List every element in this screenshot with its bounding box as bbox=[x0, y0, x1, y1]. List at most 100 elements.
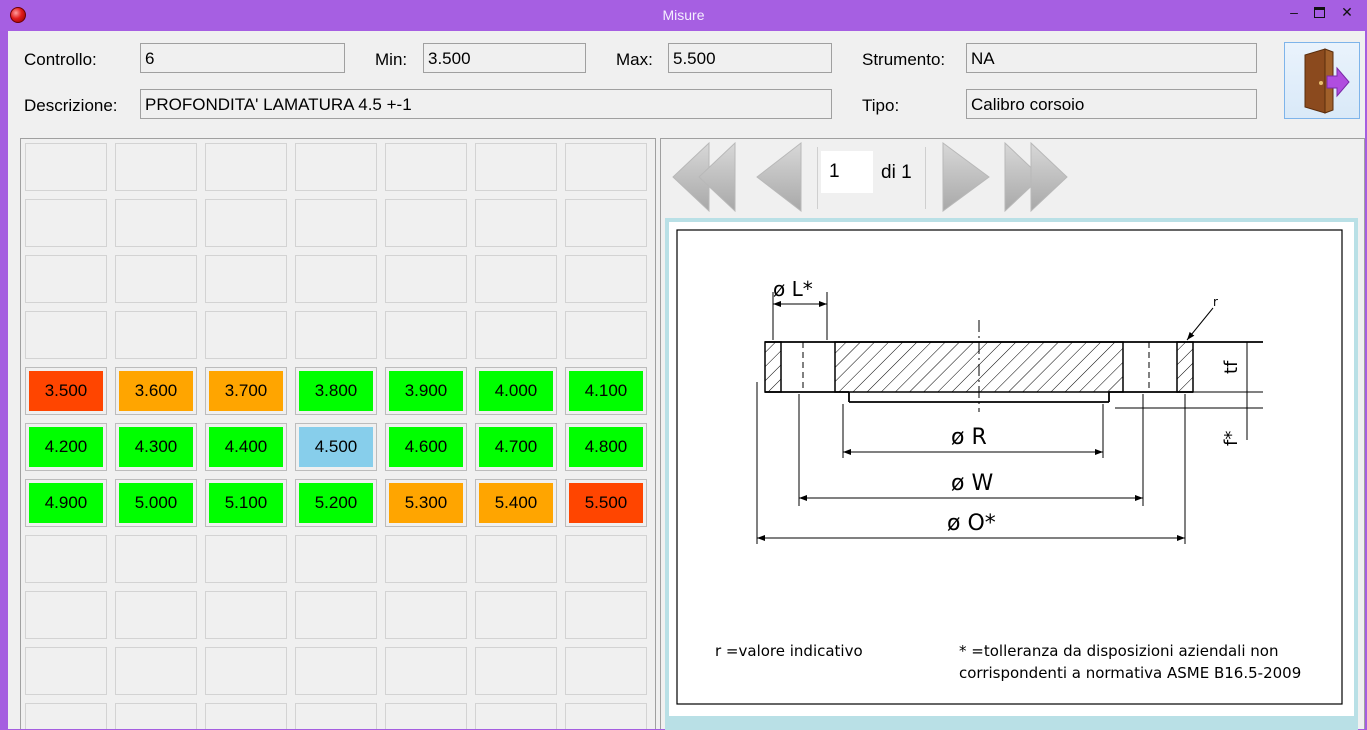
empty-grid-cell[interactable] bbox=[385, 199, 467, 247]
previous-page-button[interactable] bbox=[753, 139, 807, 217]
empty-grid-cell[interactable] bbox=[205, 591, 287, 639]
empty-grid-cell[interactable] bbox=[25, 143, 107, 191]
empty-grid-cell[interactable] bbox=[385, 143, 467, 191]
max-field[interactable]: 5.500 bbox=[668, 43, 832, 73]
empty-grid-cell[interactable] bbox=[565, 703, 647, 729]
empty-grid-cell[interactable] bbox=[565, 199, 647, 247]
empty-grid-cell[interactable] bbox=[295, 535, 377, 583]
page-number-input[interactable]: 1 bbox=[821, 151, 873, 193]
empty-grid-cell[interactable] bbox=[475, 311, 557, 359]
max-label: Max: bbox=[616, 50, 653, 69]
empty-grid-cell[interactable] bbox=[385, 591, 467, 639]
empty-grid-cell[interactable] bbox=[565, 647, 647, 695]
empty-grid-cell[interactable] bbox=[205, 143, 287, 191]
empty-grid-cell[interactable] bbox=[25, 703, 107, 729]
measure-value-cell[interactable]: 5.000 bbox=[115, 479, 197, 527]
empty-grid-cell[interactable] bbox=[565, 591, 647, 639]
first-page-icon bbox=[672, 141, 736, 213]
descrizione-field[interactable]: PROFONDITA' LAMATURA 4.5 +-1 bbox=[140, 89, 832, 119]
measure-value-cell[interactable]: 4.900 bbox=[25, 479, 107, 527]
last-page-button[interactable] bbox=[1001, 139, 1075, 217]
empty-grid-cell[interactable] bbox=[385, 255, 467, 303]
first-page-button[interactable] bbox=[669, 139, 743, 217]
measure-value-cell[interactable]: 4.500 bbox=[295, 423, 377, 471]
measure-value-cell[interactable]: 5.400 bbox=[475, 479, 557, 527]
empty-grid-cell[interactable] bbox=[385, 535, 467, 583]
empty-grid-cell[interactable] bbox=[205, 703, 287, 729]
empty-grid-cell[interactable] bbox=[295, 647, 377, 695]
measure-value-cell[interactable]: 4.000 bbox=[475, 367, 557, 415]
empty-grid-cell[interactable] bbox=[205, 535, 287, 583]
close-button[interactable]: ✕ bbox=[1335, 3, 1359, 23]
measure-value-cell[interactable]: 5.300 bbox=[385, 479, 467, 527]
measure-value-cell[interactable]: 3.900 bbox=[385, 367, 467, 415]
measure-value-cell[interactable]: 4.100 bbox=[565, 367, 647, 415]
measure-value-cell[interactable]: 4.300 bbox=[115, 423, 197, 471]
empty-grid-cell[interactable] bbox=[25, 647, 107, 695]
tipo-field[interactable]: Calibro corsoio bbox=[966, 89, 1257, 119]
empty-grid-cell[interactable] bbox=[475, 143, 557, 191]
empty-grid-cell[interactable] bbox=[475, 647, 557, 695]
empty-grid-cell[interactable] bbox=[205, 647, 287, 695]
empty-grid-cell[interactable] bbox=[25, 311, 107, 359]
empty-grid-cell[interactable] bbox=[385, 703, 467, 729]
maximize-button[interactable] bbox=[1307, 3, 1331, 23]
measure-value-cell[interactable]: 4.200 bbox=[25, 423, 107, 471]
empty-grid-cell[interactable] bbox=[295, 591, 377, 639]
title-bar[interactable]: Misure – ✕ bbox=[0, 0, 1367, 31]
empty-grid-cell[interactable] bbox=[565, 255, 647, 303]
measure-value-cell[interactable]: 5.200 bbox=[295, 479, 377, 527]
minimize-button[interactable]: – bbox=[1282, 3, 1306, 23]
measure-value-cell[interactable]: 3.800 bbox=[295, 367, 377, 415]
empty-grid-cell[interactable] bbox=[295, 311, 377, 359]
measure-value-cell[interactable]: 4.400 bbox=[205, 423, 287, 471]
empty-grid-cell[interactable] bbox=[475, 535, 557, 583]
note-indicative: r =valore indicativo bbox=[715, 642, 863, 660]
empty-grid-cell[interactable] bbox=[475, 703, 557, 729]
strumento-field[interactable]: NA bbox=[966, 43, 1257, 73]
empty-grid-cell[interactable] bbox=[115, 703, 197, 729]
empty-grid-cell[interactable] bbox=[25, 591, 107, 639]
empty-grid-cell[interactable] bbox=[115, 255, 197, 303]
controllo-field[interactable]: 6 bbox=[140, 43, 345, 73]
measure-value-cell[interactable]: 5.100 bbox=[205, 479, 287, 527]
app-icon[interactable] bbox=[10, 7, 26, 23]
empty-grid-cell[interactable] bbox=[385, 647, 467, 695]
empty-grid-cell[interactable] bbox=[115, 647, 197, 695]
empty-grid-cell[interactable] bbox=[115, 143, 197, 191]
empty-grid-cell[interactable] bbox=[205, 311, 287, 359]
next-page-button[interactable] bbox=[937, 139, 993, 217]
empty-grid-cell[interactable] bbox=[295, 143, 377, 191]
empty-grid-cell[interactable] bbox=[25, 255, 107, 303]
measure-value-cell[interactable]: 4.600 bbox=[385, 423, 467, 471]
dim-f-label: f* bbox=[1221, 431, 1242, 446]
empty-grid-cell[interactable] bbox=[565, 535, 647, 583]
measure-value-cell[interactable]: 4.800 bbox=[565, 423, 647, 471]
empty-grid-cell[interactable] bbox=[565, 143, 647, 191]
measure-value-label: 4.800 bbox=[569, 427, 643, 467]
empty-grid-cell[interactable] bbox=[205, 199, 287, 247]
measure-value-cell[interactable]: 3.600 bbox=[115, 367, 197, 415]
empty-grid-cell[interactable] bbox=[115, 311, 197, 359]
empty-grid-cell[interactable] bbox=[475, 199, 557, 247]
measure-value-cell[interactable]: 5.500 bbox=[565, 479, 647, 527]
exit-button[interactable] bbox=[1284, 42, 1360, 119]
measure-value-cell[interactable]: 3.500 bbox=[25, 367, 107, 415]
empty-grid-cell[interactable] bbox=[115, 199, 197, 247]
empty-grid-cell[interactable] bbox=[25, 535, 107, 583]
controllo-label: Controllo: bbox=[24, 50, 97, 69]
empty-grid-cell[interactable] bbox=[115, 535, 197, 583]
empty-grid-cell[interactable] bbox=[295, 199, 377, 247]
empty-grid-cell[interactable] bbox=[475, 255, 557, 303]
empty-grid-cell[interactable] bbox=[475, 591, 557, 639]
empty-grid-cell[interactable] bbox=[295, 703, 377, 729]
empty-grid-cell[interactable] bbox=[295, 255, 377, 303]
empty-grid-cell[interactable] bbox=[385, 311, 467, 359]
empty-grid-cell[interactable] bbox=[25, 199, 107, 247]
measure-value-cell[interactable]: 3.700 bbox=[205, 367, 287, 415]
min-field[interactable]: 3.500 bbox=[423, 43, 586, 73]
empty-grid-cell[interactable] bbox=[205, 255, 287, 303]
empty-grid-cell[interactable] bbox=[565, 311, 647, 359]
empty-grid-cell[interactable] bbox=[115, 591, 197, 639]
measure-value-cell[interactable]: 4.700 bbox=[475, 423, 557, 471]
